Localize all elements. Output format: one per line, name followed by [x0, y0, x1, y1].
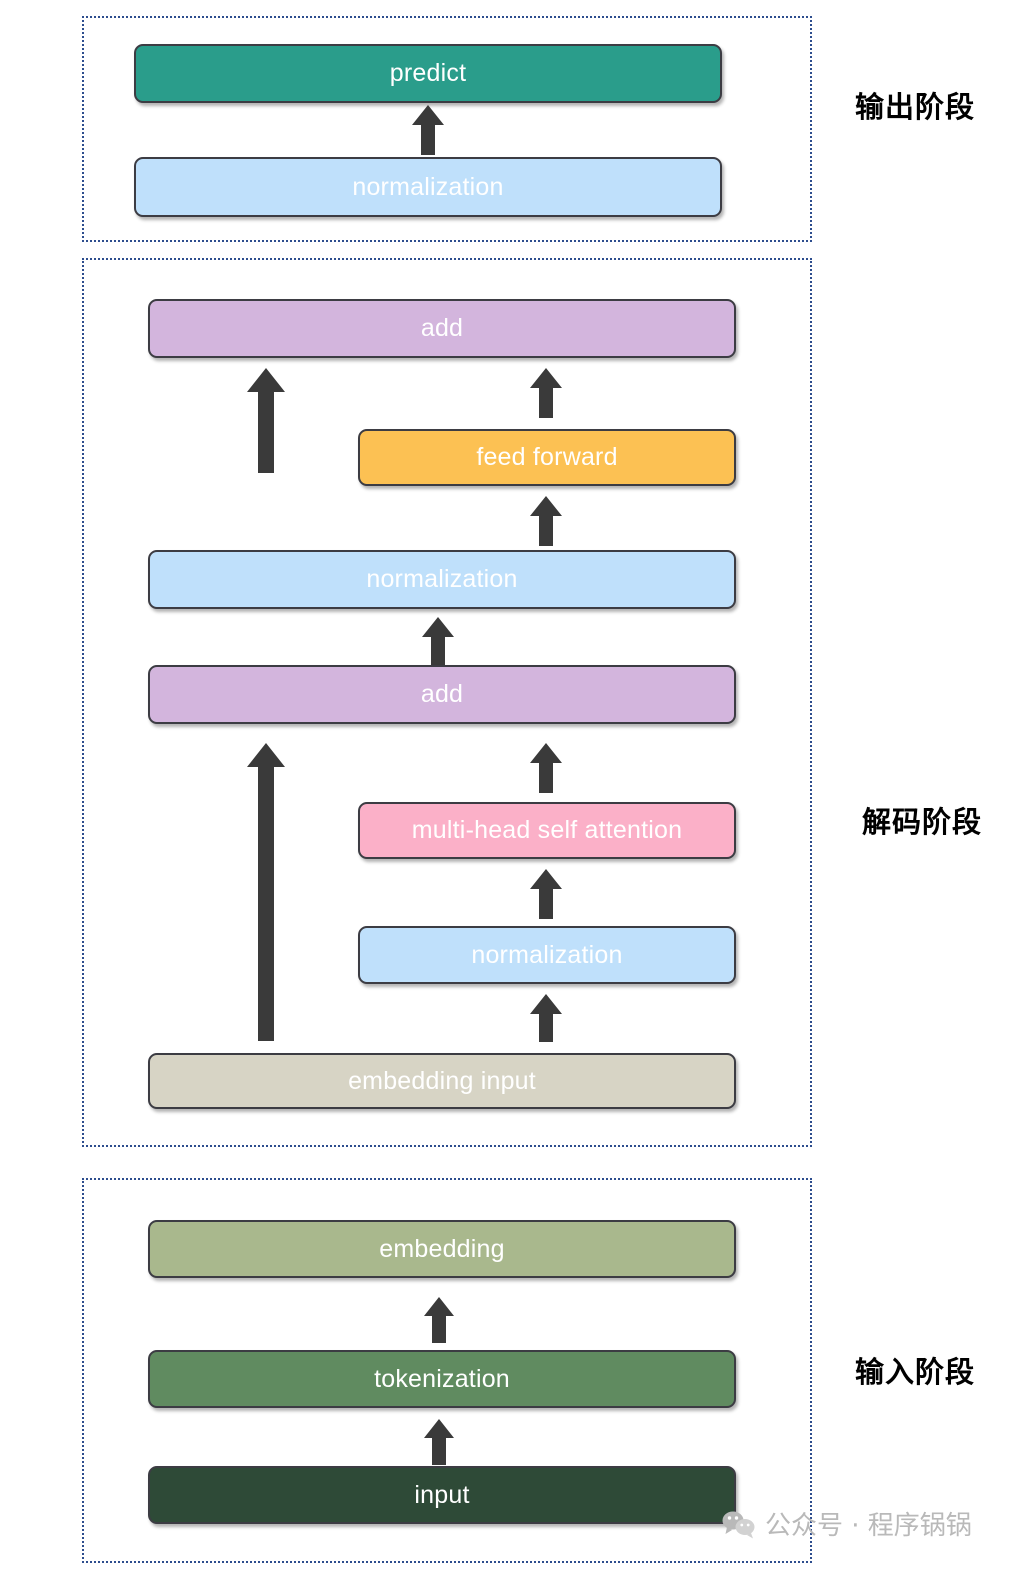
arrow-tokenization-to-embedding — [422, 1296, 456, 1344]
node-multi-head-self-attention[interactable]: multi-head self attention — [358, 802, 736, 859]
arrow-attention-to-add-bottom — [528, 742, 564, 794]
stage-label-output: 输出阶段 — [855, 90, 976, 124]
arrow-normalization-to-attention — [528, 868, 564, 920]
node-output-normalization[interactable]: normalization — [134, 157, 722, 217]
node-low-normalization-label: normalization — [471, 940, 623, 969]
arrow-normalization-to-feed-forward — [528, 495, 564, 547]
node-embedding-label: embedding — [379, 1234, 505, 1263]
node-mid-normalization[interactable]: normalization — [148, 550, 736, 609]
node-low-normalization[interactable]: normalization — [358, 926, 736, 984]
node-add-top-label: add — [420, 314, 464, 342]
stage-label-input: 输入阶段 — [855, 1355, 976, 1389]
arrow-add-bottom-to-normalization — [420, 616, 456, 666]
arrow-normalization-to-predict — [410, 104, 446, 156]
node-embedding-input[interactable]: embedding input — [148, 1053, 736, 1109]
node-add-top[interactable]: add — [148, 299, 736, 358]
node-feed-forward-label: feed forward — [476, 443, 618, 471]
node-predict[interactable]: predict — [134, 44, 722, 103]
node-add-bottom-label: add — [420, 680, 464, 708]
node-embedding[interactable]: embedding — [148, 1220, 736, 1278]
stage-container-output — [82, 16, 812, 242]
stage-container-input — [82, 1178, 812, 1563]
node-output-normalization-label: normalization — [352, 172, 504, 201]
stage-label-decode: 解码阶段 — [862, 805, 983, 839]
node-multi-head-self-attention-label: multi-head self attention — [411, 816, 683, 844]
arrow-residual-lower — [245, 742, 287, 1042]
node-mid-normalization-label: normalization — [366, 565, 518, 593]
arrow-input-to-tokenization — [422, 1418, 456, 1466]
node-embedding-input-label: embedding input — [348, 1066, 536, 1095]
arrow-feed-forward-to-add-top — [528, 367, 564, 419]
node-tokenization[interactable]: tokenization — [148, 1350, 736, 1408]
arrow-residual-upper — [245, 367, 287, 474]
node-predict-label: predict — [389, 59, 467, 87]
stage-container-decode — [82, 258, 812, 1147]
node-input-label: input — [414, 1480, 470, 1509]
node-tokenization-label: tokenization — [374, 1364, 510, 1393]
node-feed-forward[interactable]: feed forward — [358, 429, 736, 486]
node-add-bottom[interactable]: add — [148, 665, 736, 724]
node-input[interactable]: input — [148, 1466, 736, 1524]
arrow-embedding-input-to-normalization — [528, 993, 564, 1043]
